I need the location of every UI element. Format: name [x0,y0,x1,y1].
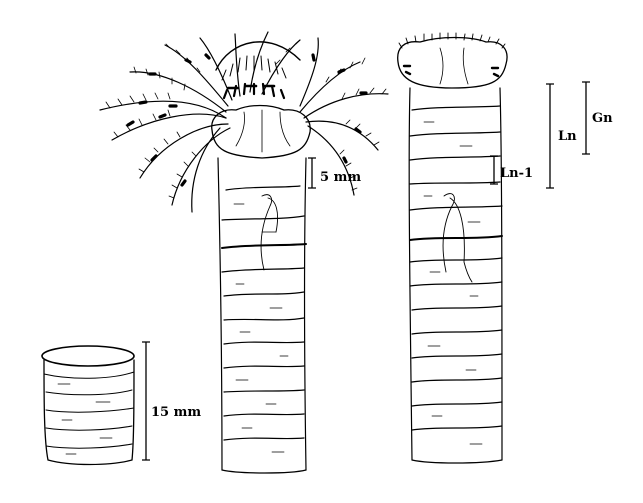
tube-left-body [217,157,307,474]
crown-pinnules [105,39,387,199]
label-15mm: 15 mm [151,405,201,420]
tube-fragment [41,345,135,466]
specimen-crown-retracted [397,32,508,464]
scale-bar-15mm [142,341,150,461]
tube-left-thread [260,194,279,271]
crown-collar [211,104,311,159]
label-gn: Gn [592,111,613,126]
tube-right-body [408,87,503,464]
crown-banding [126,53,368,187]
bracket-gn [582,81,590,155]
scale-bar-5mm [308,157,316,189]
tube-right-thread [442,193,473,283]
fragment-rim [41,345,135,367]
bracket-ln [546,83,554,189]
crown-filaments [99,31,389,213]
bracket-ln-1 [490,155,498,185]
crown-center [215,41,301,100]
label-ln: Ln [558,129,577,144]
retracted-crown [397,36,508,89]
label-ln-1: Ln-1 [500,166,533,181]
specimen-crown-expanded [99,31,389,474]
scale-bars [142,81,590,461]
label-5mm: 5 mm [320,170,361,185]
